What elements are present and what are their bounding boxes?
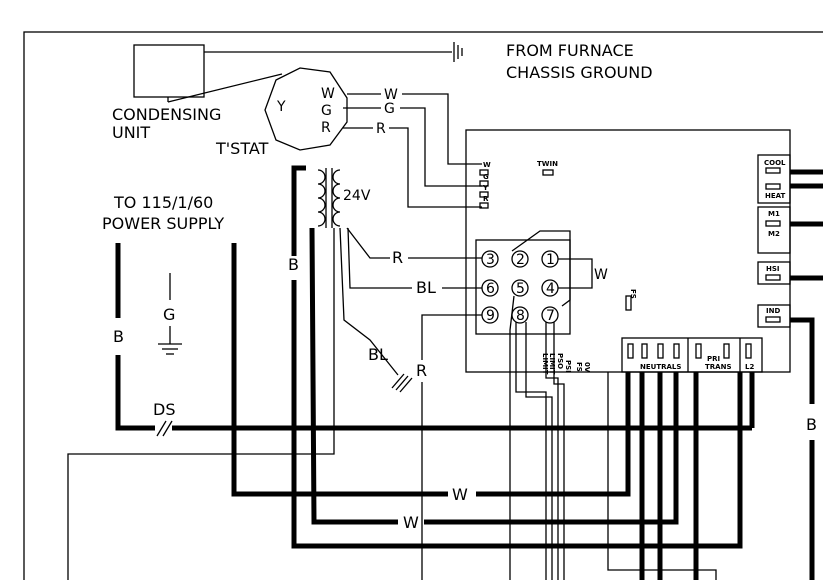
jumper-wire-w: W bbox=[594, 267, 608, 283]
pin-3: 3 bbox=[486, 252, 495, 268]
board-terminal-w: W bbox=[483, 161, 491, 169]
fuse-icon bbox=[625, 295, 632, 311]
ds-label: DS bbox=[153, 400, 175, 419]
wire-bl-mid: BL bbox=[416, 278, 436, 297]
tstat-wire-w: W bbox=[384, 87, 398, 103]
disconnect-switch-icon bbox=[156, 420, 173, 437]
wire-b-left: B bbox=[113, 327, 124, 346]
pri-label: PRI bbox=[707, 355, 720, 363]
condensing-label-line2: UNIT bbox=[112, 123, 150, 142]
tstat-y: Y bbox=[276, 99, 286, 115]
power-label-line1: TO 115/1/60 bbox=[113, 193, 213, 212]
twin-label: TWIN bbox=[537, 160, 558, 168]
neutrals-block bbox=[621, 337, 763, 373]
connector-ind: IND bbox=[766, 307, 780, 315]
power-label-line2: POWER SUPPLY bbox=[102, 214, 224, 233]
wire-w-mid2: W bbox=[403, 513, 419, 532]
plug-pin-circles bbox=[481, 250, 559, 324]
bottom-label-limit1: LIMIT bbox=[541, 353, 549, 375]
wire-r-upper: R bbox=[392, 248, 403, 267]
tstat-wire-g: G bbox=[384, 101, 395, 117]
l2-label: L2 bbox=[745, 363, 754, 371]
bottom-label-limit2: LIMIT bbox=[548, 353, 556, 375]
wire-b-right: B bbox=[806, 415, 817, 434]
wire-bl-lower: BL bbox=[368, 345, 388, 364]
board-terminal-y: Y bbox=[482, 184, 489, 192]
trans-label: TRANS bbox=[705, 363, 731, 371]
transformer-24v: 24V bbox=[343, 188, 371, 204]
bottom-label-0v: 0V bbox=[583, 362, 591, 373]
pin-2: 2 bbox=[516, 252, 525, 268]
ground-label-line1: FROM FURNACE bbox=[506, 41, 634, 60]
ground-hatch-icon bbox=[391, 373, 413, 393]
pin-7: 7 bbox=[546, 308, 555, 324]
wire-r-lower: R bbox=[416, 361, 427, 380]
pin-9: 9 bbox=[486, 308, 495, 324]
wire-b-line: B bbox=[288, 255, 299, 274]
neutrals-label: NEUTRALS bbox=[640, 363, 681, 371]
page-border bbox=[23, 31, 823, 580]
pin-6: 6 bbox=[486, 281, 495, 297]
tstat-wire-r: R bbox=[376, 121, 386, 137]
connector-hsi: HSI bbox=[766, 265, 780, 273]
ground-label-line2: CHASSIS GROUND bbox=[506, 63, 653, 82]
connector-m1: M1 bbox=[768, 210, 780, 218]
tstat-r: R bbox=[321, 120, 331, 136]
wire-w-mid1: W bbox=[452, 485, 468, 504]
bottom-label-psi: PSI bbox=[564, 360, 572, 373]
chassis-ground-icon bbox=[453, 42, 463, 62]
transformer-coils bbox=[317, 168, 341, 228]
thermostat-octagon bbox=[264, 67, 348, 151]
pin-1: 1 bbox=[546, 252, 555, 268]
bottom-label-pso: PSO bbox=[556, 353, 564, 369]
tstat-w: W bbox=[321, 86, 335, 102]
pin-8: 8 bbox=[516, 308, 525, 324]
tstat-g: G bbox=[321, 103, 332, 119]
connector-heat: HEAT bbox=[765, 192, 786, 200]
connector-m2: M2 bbox=[768, 230, 780, 238]
condensing-label-line1: CONDENSING bbox=[112, 105, 221, 124]
bottom-label-fs: FS bbox=[575, 362, 583, 372]
tstat-label: T'STAT bbox=[215, 139, 269, 158]
board-terminals bbox=[479, 169, 489, 209]
twin-terminal bbox=[542, 169, 554, 176]
condensing-unit-box bbox=[133, 44, 205, 98]
neutral-terminals bbox=[627, 343, 752, 359]
control-board bbox=[465, 129, 791, 373]
connector-cool: COOL bbox=[764, 159, 786, 167]
board-terminal-r: R bbox=[483, 195, 489, 203]
board-terminal-g: G bbox=[483, 173, 489, 181]
earth-ground-icon bbox=[158, 343, 182, 355]
pin-5: 5 bbox=[516, 281, 525, 297]
ground-g-label: G bbox=[163, 305, 175, 324]
fuse-label: FS bbox=[629, 289, 637, 299]
pin-4: 4 bbox=[546, 281, 555, 297]
